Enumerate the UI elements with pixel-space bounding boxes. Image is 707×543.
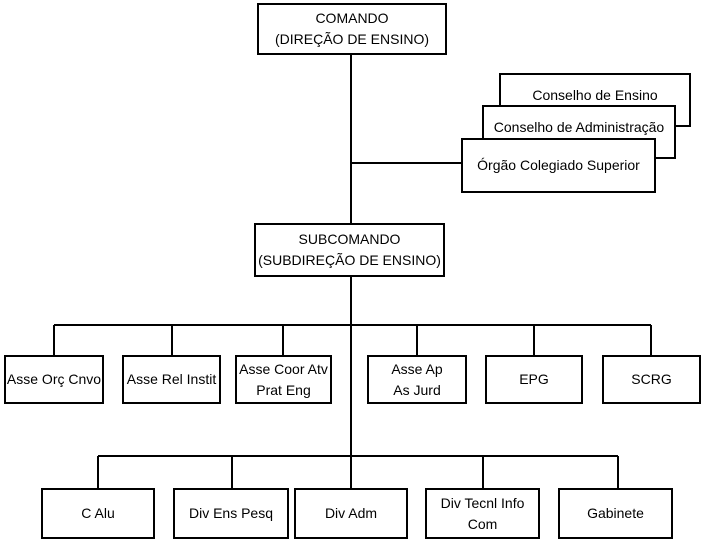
advisor-label: EPG: [519, 371, 549, 387]
advisor-label-line1: Asse Coor Atv: [239, 360, 328, 377]
advisor-box-3: Asse Coor Atv Prat Eng: [235, 355, 332, 404]
division-label-line1: Div Tecnl Info: [440, 494, 525, 511]
advisor-box-6: SCRG: [602, 355, 701, 404]
comando-box: COMANDO (DIREÇÃO DE ENSINO): [257, 3, 447, 55]
division-box-3: Div Adm: [294, 488, 408, 539]
subcomando-box: SUBCOMANDO (SUBDIREÇÃO DE ENSINO): [254, 223, 445, 277]
subcomando-subtitle: (SUBDIREÇÃO DE ENSINO): [258, 252, 441, 268]
advisor-label: SCRG: [631, 371, 672, 387]
advisor-box-1: Asse Orç Cnvo: [4, 355, 104, 404]
subcomando-title: SUBCOMANDO: [298, 231, 401, 247]
conselho-administracao-label: Conselho de Administração: [493, 119, 665, 135]
conselho-ensino-label: Conselho de Ensino: [532, 87, 658, 103]
division-label: Div Adm: [324, 505, 378, 521]
orgao-colegiado-box: Órgão Colegiado Superior: [461, 138, 656, 193]
division-label-line2: Com: [467, 515, 498, 532]
advisor-label: Asse Rel Instit: [126, 371, 217, 387]
division-label: Div Ens Pesq: [188, 505, 274, 521]
advisor-label-line2: As Jurd: [393, 381, 441, 398]
division-box-5: Gabinete: [558, 488, 673, 539]
division-box-4: Div Tecnl Info Com: [425, 488, 540, 539]
division-box-2: Div Ens Pesq: [173, 488, 289, 539]
advisor-box-4: Asse Ap As Jurd: [367, 355, 467, 404]
division-label: Gabinete: [587, 505, 644, 521]
orgao-colegiado-label: Órgão Colegiado Superior: [477, 157, 640, 173]
advisor-box-2: Asse Rel Instit: [122, 355, 221, 404]
comando-subtitle: (DIREÇÃO DE ENSINO): [274, 31, 429, 47]
comando-title: COMANDO: [315, 10, 389, 26]
advisor-label: Asse Orç Cnvo: [6, 371, 102, 387]
division-label: C Alu: [81, 505, 115, 521]
division-box-1: C Alu: [41, 488, 155, 539]
advisor-box-5: EPG: [485, 355, 583, 404]
advisor-label-line2: Prat Eng: [256, 381, 311, 398]
advisor-label-line1: Asse Ap: [391, 360, 443, 377]
